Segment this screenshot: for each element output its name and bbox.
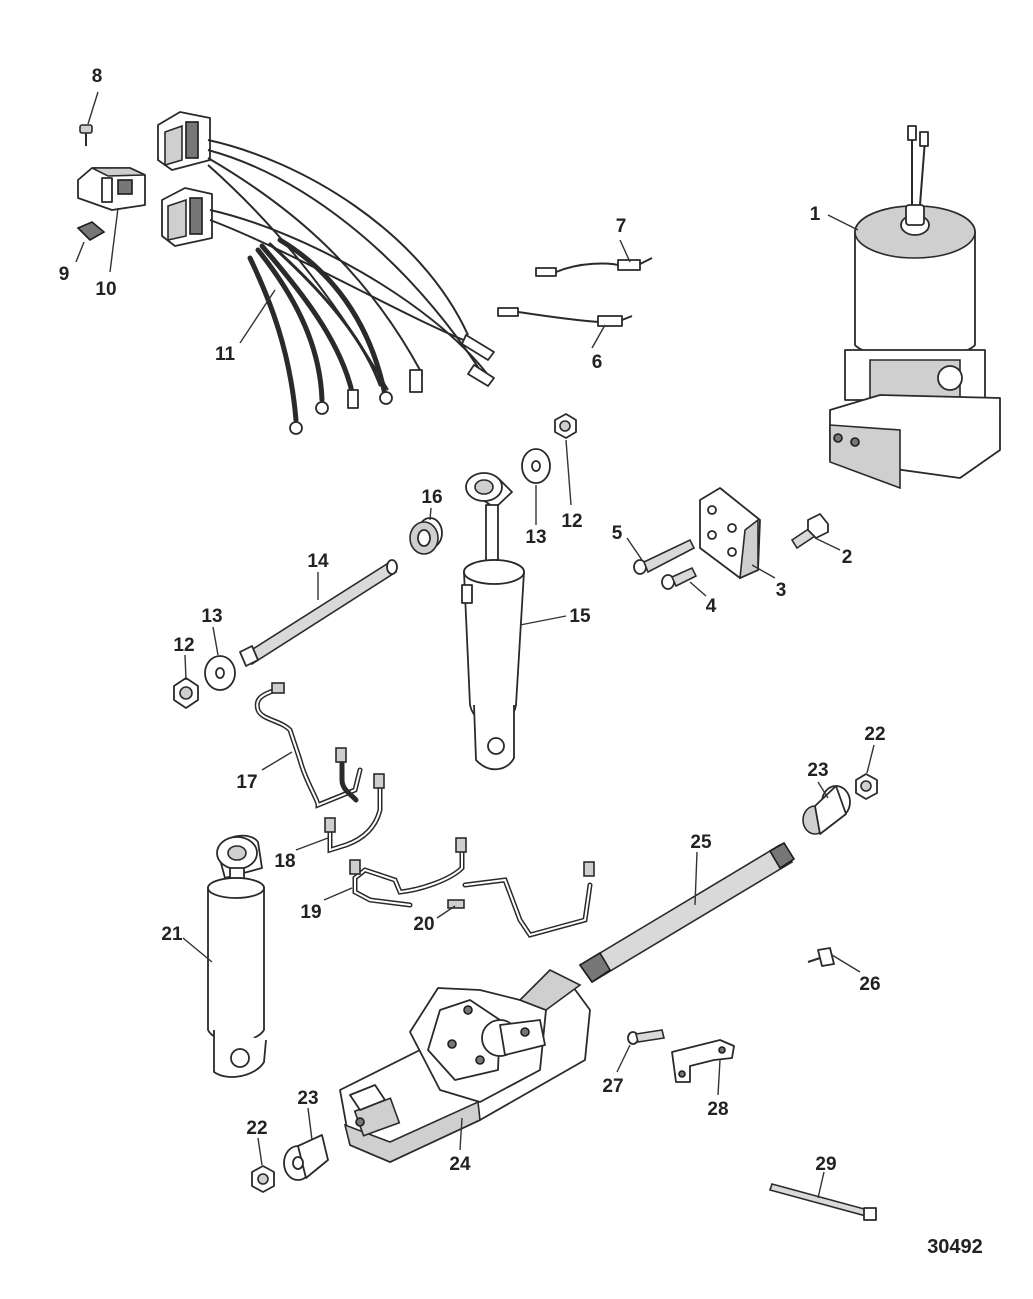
figure-number: 30492: [927, 1236, 983, 1258]
clip-part-9: [76, 221, 106, 241]
callout-12-top: 12: [561, 511, 582, 532]
callout-4: 4: [706, 596, 717, 617]
screw-part-8: [79, 124, 93, 146]
washer-part-13-bottom: [204, 655, 236, 691]
pump-manifold-part-24: [339, 969, 591, 1163]
callout-15: 15: [569, 606, 591, 627]
pump-motor-part-1: [829, 125, 1001, 490]
washer-part-13-top: [521, 448, 551, 484]
callout-13-top: 13: [525, 527, 546, 548]
callout-18: 18: [274, 851, 295, 872]
mounting-plate-part-3: [699, 487, 761, 580]
callout-3: 3: [776, 580, 787, 601]
short-screw-part-4: [661, 566, 698, 590]
callout-labels: 8 9 10 11 7 6 1 16 13 12 5 2 3 4 14 15 1…: [59, 66, 983, 1258]
callout-12-bottom: 12: [173, 635, 194, 656]
callout-11: 11: [215, 344, 236, 365]
pivot-rod-part-25: [578, 841, 796, 984]
callout-24: 24: [449, 1154, 471, 1175]
jumper-lead-part-6: [497, 307, 633, 327]
callout-7: 7: [616, 216, 627, 237]
callout-5: 5: [612, 523, 623, 544]
hydraulic-line-part-20: [447, 861, 595, 938]
pivot-pin-part-14: [239, 559, 398, 667]
callout-6: 6: [592, 352, 603, 373]
trim-cylinder-part-15: [461, 472, 525, 771]
nut-part-22-top: [855, 773, 878, 800]
hydraulic-line-part-17: [254, 682, 363, 809]
nut-part-12-bottom: [173, 677, 199, 709]
callout-10: 10: [95, 279, 116, 300]
callout-1: 1: [810, 204, 821, 225]
callout-19: 19: [300, 902, 321, 923]
bushing-part-23-bottom: [283, 1134, 329, 1181]
hydraulic-line-part-18: [324, 773, 385, 854]
callout-8: 8: [92, 66, 103, 87]
callout-29: 29: [815, 1154, 836, 1175]
nut-part-22-bottom: [251, 1165, 275, 1193]
callout-23-bottom: 23: [297, 1088, 318, 1109]
callout-20: 20: [413, 914, 434, 935]
bushing-part-16: [409, 517, 443, 555]
screw-part-27: [627, 1029, 665, 1045]
hydraulic-line-part-19: [349, 837, 467, 908]
callout-26: 26: [859, 974, 880, 995]
callout-9: 9: [59, 264, 70, 285]
trim-cylinder-part-21: [207, 834, 267, 1078]
jumper-lead-part-7: [535, 257, 653, 277]
callout-13-bottom: 13: [201, 606, 222, 627]
callout-22-bottom: 22: [246, 1118, 267, 1139]
long-screw-part-5: [633, 538, 696, 575]
bushing-part-23-top: [802, 785, 851, 835]
bolt-part-2: [790, 513, 829, 550]
callout-25: 25: [690, 832, 712, 853]
callout-27: 27: [602, 1076, 623, 1097]
callout-17: 17: [236, 772, 257, 793]
wire-harness-part-11: [157, 111, 495, 435]
rod-part-29: [768, 1183, 877, 1221]
fitting-part-26: [807, 947, 835, 967]
callout-14: 14: [307, 551, 329, 572]
callout-28: 28: [707, 1099, 728, 1120]
solenoid-part-10: [77, 167, 146, 211]
leader-lines: [75, 91, 875, 1199]
callout-2: 2: [842, 547, 853, 568]
callout-22-top: 22: [864, 724, 885, 745]
callout-16: 16: [421, 487, 442, 508]
nut-part-12-top: [554, 413, 577, 439]
callout-23-top: 23: [807, 760, 828, 781]
callout-21: 21: [161, 924, 183, 945]
bracket-part-28: [671, 1039, 735, 1083]
